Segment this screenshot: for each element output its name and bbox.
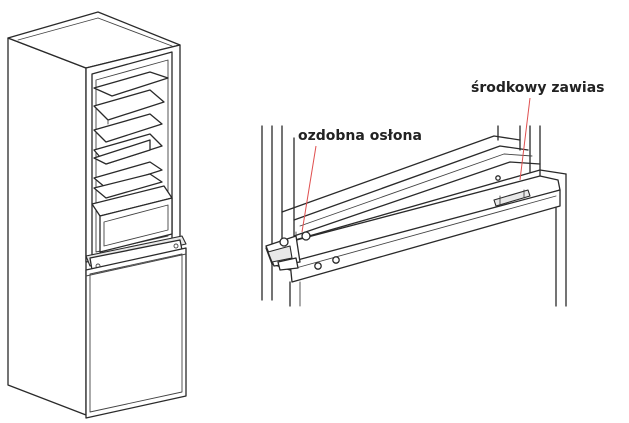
shelf-2 <box>93 89 165 121</box>
cabinet-side-panel <box>7 37 87 416</box>
middle-hinge-bar <box>265 175 561 283</box>
decorative-cover <box>265 231 311 271</box>
shelf-5 <box>93 139 151 165</box>
shelf-7 <box>93 173 163 199</box>
upper-door-frame <box>261 125 541 301</box>
label-decorative-cover: ozdobna osłona <box>298 128 422 144</box>
hinge-detail-illustration <box>261 97 567 307</box>
leader-middle-hinge <box>519 97 531 181</box>
hinge-plate <box>493 189 531 207</box>
crisper-drawer <box>91 185 173 253</box>
fridge-freezer-illustration <box>7 11 187 419</box>
leader-decorative-cover <box>301 145 317 233</box>
freezer-door <box>85 247 187 419</box>
shelf-3 <box>93 113 163 143</box>
shelf-6 <box>93 161 163 189</box>
shelf-1 <box>93 71 169 97</box>
label-middle-hinge: środkowy zawias <box>471 80 604 96</box>
fridge-shelves <box>93 71 169 199</box>
